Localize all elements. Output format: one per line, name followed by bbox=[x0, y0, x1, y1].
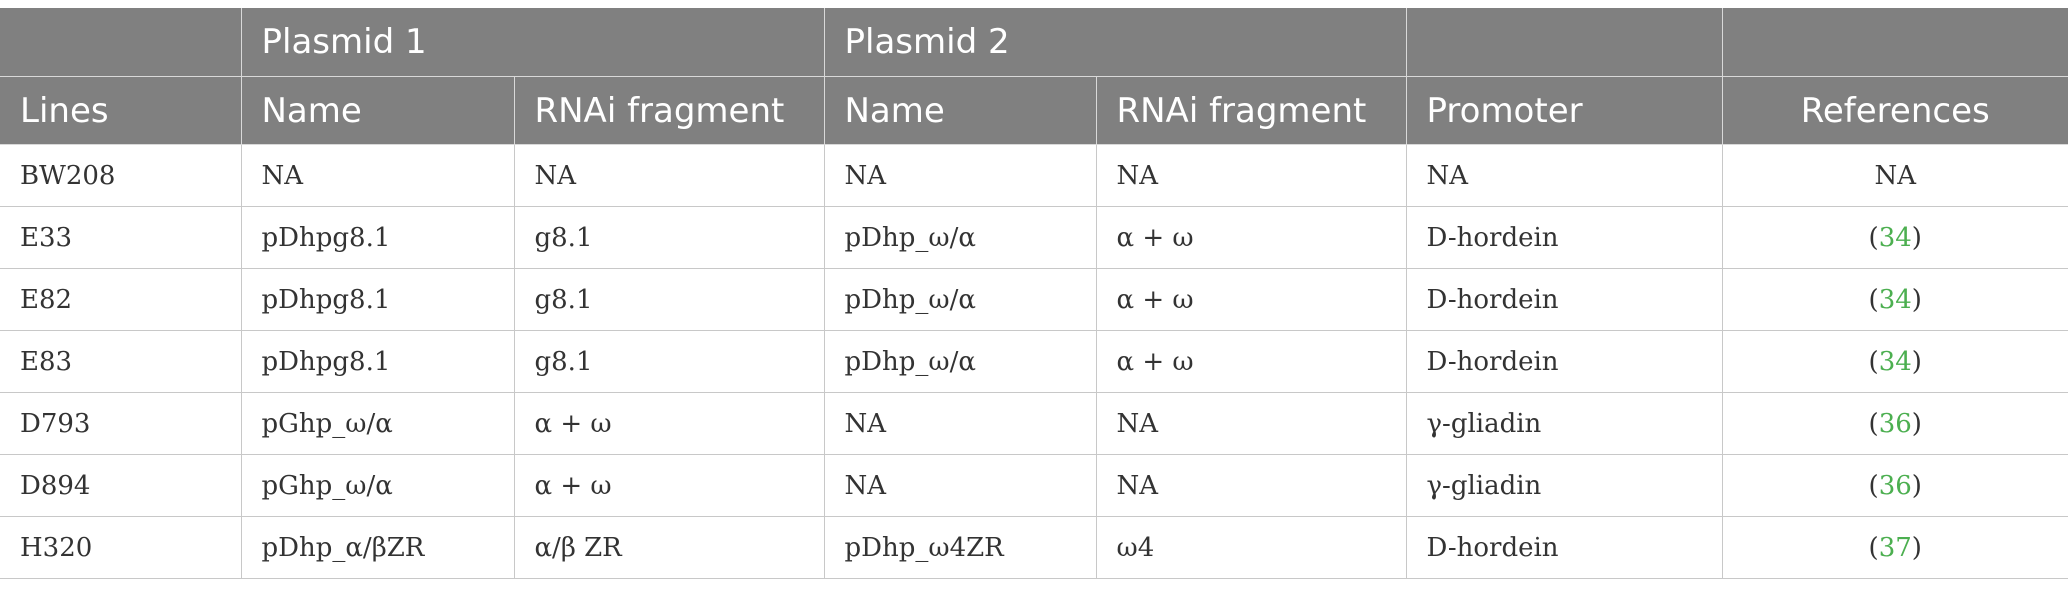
cell-reference: (36) bbox=[1722, 392, 2068, 455]
cell-p2-fragment: α + ω bbox=[1096, 268, 1407, 331]
reference-link[interactable]: 34 bbox=[1878, 222, 1912, 253]
col-header-p1-rnai-fragment: RNAi fragment bbox=[514, 76, 825, 145]
cell-reference: (34) bbox=[1722, 268, 2068, 331]
cell-p1-name: pGhp_ω/α bbox=[241, 392, 515, 455]
cell-line: E82 bbox=[0, 268, 242, 331]
header-group-empty-references bbox=[1722, 8, 2068, 77]
reference-link[interactable]: 34 bbox=[1878, 284, 1912, 315]
cell-reference: (34) bbox=[1722, 330, 2068, 393]
header-column-row: Lines Name RNAi fragment Name RNAi fragm… bbox=[0, 76, 2068, 145]
cell-p2-name: pDhp_ω/α bbox=[824, 206, 1097, 269]
col-header-p2-rnai-fragment: RNAi fragment bbox=[1096, 76, 1407, 145]
table-row: E33 pDhpg8.1 g8.1 pDhp_ω/α α + ω D-horde… bbox=[0, 206, 2068, 269]
cell-p2-fragment: α + ω bbox=[1096, 206, 1407, 269]
cell-p2-name: pDhp_ω4ZR bbox=[824, 516, 1097, 579]
cell-line: E83 bbox=[0, 330, 242, 393]
cell-p1-fragment: g8.1 bbox=[514, 206, 825, 269]
col-header-promoter: Promoter bbox=[1406, 76, 1723, 145]
cell-p1-fragment: g8.1 bbox=[514, 330, 825, 393]
cell-p1-name: pGhp_ω/α bbox=[241, 454, 515, 517]
cell-promoter: γ-gliadin bbox=[1406, 392, 1723, 455]
table-row: H320 pDhp_α/βZR α/β ZR pDhp_ω4ZR ω4 D-ho… bbox=[0, 516, 2068, 579]
cell-p1-fragment: α/β ZR bbox=[514, 516, 825, 579]
cell-line: H320 bbox=[0, 516, 242, 579]
cell-line: D894 bbox=[0, 454, 242, 517]
cell-promoter: γ-gliadin bbox=[1406, 454, 1723, 517]
col-header-lines: Lines bbox=[0, 76, 242, 145]
cell-reference: (34) bbox=[1722, 206, 2068, 269]
cell-p1-name: NA bbox=[241, 144, 515, 207]
cell-p2-fragment: α + ω bbox=[1096, 330, 1407, 393]
table-row: D793 pGhp_ω/α α + ω NA NA γ-gliadin (36) bbox=[0, 392, 2068, 455]
reference-link[interactable]: 36 bbox=[1878, 470, 1912, 501]
table-row: BW208 NA NA NA NA NA NA bbox=[0, 144, 2068, 207]
col-header-p1-name: Name bbox=[241, 76, 515, 145]
cell-promoter: NA bbox=[1406, 144, 1723, 207]
reference-link[interactable]: 34 bbox=[1878, 346, 1912, 377]
table-row: D894 pGhp_ω/α α + ω NA NA γ-gliadin (36) bbox=[0, 454, 2068, 517]
col-header-p2-name: Name bbox=[824, 76, 1097, 145]
header-group-plasmid1: Plasmid 1 bbox=[241, 8, 825, 77]
cell-p2-name: pDhp_ω/α bbox=[824, 330, 1097, 393]
cell-p2-name: NA bbox=[824, 392, 1097, 455]
col-header-references: References bbox=[1722, 76, 2068, 145]
table-row: E82 pDhpg8.1 g8.1 pDhp_ω/α α + ω D-horde… bbox=[0, 268, 2068, 331]
cell-line: D793 bbox=[0, 392, 242, 455]
cell-p1-fragment: α + ω bbox=[514, 454, 825, 517]
cell-line: BW208 bbox=[0, 144, 242, 207]
header-group-empty-lines bbox=[0, 8, 242, 77]
cell-p1-fragment: g8.1 bbox=[514, 268, 825, 331]
header-group-empty-promoter bbox=[1406, 8, 1723, 77]
table-row: E83 pDhpg8.1 g8.1 pDhp_ω/α α + ω D-horde… bbox=[0, 330, 2068, 393]
cell-p2-fragment: ω4 bbox=[1096, 516, 1407, 579]
table-container: Plasmid 1 Plasmid 2 Lines Name RNAi frag… bbox=[0, 8, 2068, 579]
table-header: Plasmid 1 Plasmid 2 Lines Name RNAi frag… bbox=[0, 8, 2068, 145]
header-group-plasmid2: Plasmid 2 bbox=[824, 8, 1407, 77]
cell-p1-fragment: NA bbox=[514, 144, 825, 207]
reference-link[interactable]: 36 bbox=[1878, 408, 1912, 439]
cell-promoter: D-hordein bbox=[1406, 516, 1723, 579]
cell-p1-name: pDhp_α/βZR bbox=[241, 516, 515, 579]
cell-p1-name: pDhpg8.1 bbox=[241, 330, 515, 393]
cell-line: E33 bbox=[0, 206, 242, 269]
cell-reference: (36) bbox=[1722, 454, 2068, 517]
cell-p2-name: pDhp_ω/α bbox=[824, 268, 1097, 331]
cell-p2-fragment: NA bbox=[1096, 144, 1407, 207]
cell-p1-fragment: α + ω bbox=[514, 392, 825, 455]
cell-p1-name: pDhpg8.1 bbox=[241, 206, 515, 269]
cell-promoter: D-hordein bbox=[1406, 206, 1723, 269]
table-body: BW208 NA NA NA NA NA NA E33 pDhpg8.1 g8.… bbox=[0, 144, 2068, 579]
cell-reference: (37) bbox=[1722, 516, 2068, 579]
plasmid-lines-table: Plasmid 1 Plasmid 2 Lines Name RNAi frag… bbox=[0, 8, 2068, 579]
cell-reference: NA bbox=[1722, 144, 2068, 207]
header-group-row: Plasmid 1 Plasmid 2 bbox=[0, 8, 2068, 77]
cell-promoter: D-hordein bbox=[1406, 268, 1723, 331]
cell-promoter: D-hordein bbox=[1406, 330, 1723, 393]
cell-p2-fragment: NA bbox=[1096, 392, 1407, 455]
cell-p1-name: pDhpg8.1 bbox=[241, 268, 515, 331]
cell-p2-name: NA bbox=[824, 144, 1097, 207]
reference-link[interactable]: 37 bbox=[1878, 532, 1912, 563]
cell-p2-fragment: NA bbox=[1096, 454, 1407, 517]
cell-p2-name: NA bbox=[824, 454, 1097, 517]
